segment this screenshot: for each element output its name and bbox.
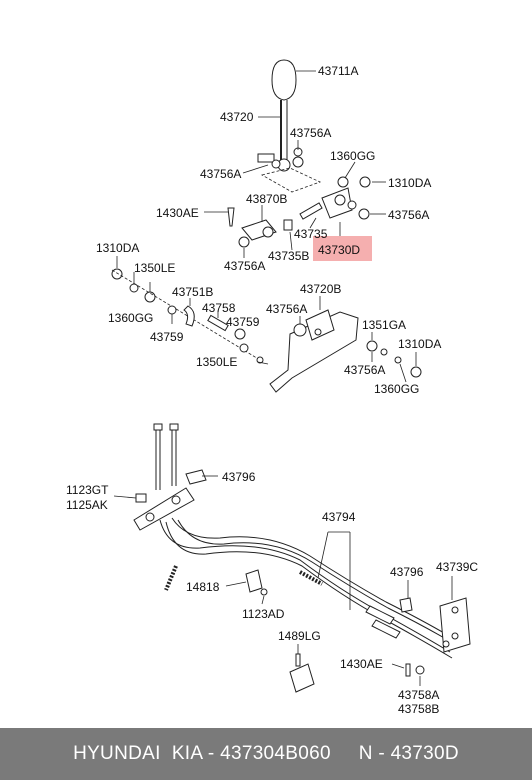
label-1360GG-2: 1360GG bbox=[108, 311, 153, 325]
label-1430AE-1: 1430AE bbox=[156, 206, 199, 220]
label-43870B: 43870B bbox=[246, 192, 287, 206]
label-43735B: 43735B bbox=[268, 249, 309, 263]
label-1310DA-1: 1310DA bbox=[388, 176, 431, 190]
label-43751B: 43751B bbox=[172, 285, 213, 299]
label-43796-1: 43796 bbox=[222, 470, 256, 484]
bracket-43739C bbox=[439, 597, 471, 653]
label-43720B: 43720B bbox=[300, 282, 341, 296]
label-1123AD: 1123AD bbox=[242, 607, 285, 621]
footer-bar: HYUNDAI KIA - 437304B060 N - 43730D bbox=[0, 728, 532, 780]
cable-assembly bbox=[133, 423, 471, 693]
parts-diagram: 43711A 43720 43756A 1360GG 43756A 1310DA… bbox=[66, 59, 478, 716]
part-labels: 43711A 43720 43756A 1360GG 43756A 1310DA… bbox=[66, 64, 478, 716]
label-43796-2: 43796 bbox=[390, 565, 424, 579]
label-43730D: 43730D bbox=[318, 243, 360, 257]
label-43758B: 43758B bbox=[398, 702, 439, 716]
label-43735: 43735 bbox=[294, 227, 328, 241]
label-43756A-5: 43756A bbox=[266, 302, 307, 316]
label-1360GG-1: 1360GG bbox=[330, 149, 375, 163]
label-43758: 43758 bbox=[202, 301, 236, 315]
label-43711A: 43711A bbox=[318, 64, 358, 78]
label-1360GG-3: 1360GG bbox=[374, 382, 419, 396]
label-1125AK: 1125AK bbox=[66, 498, 108, 512]
shift-lever-assembly bbox=[227, 59, 371, 248]
label-43756A-2: 43756A bbox=[200, 167, 241, 181]
label-43756A-3: 43756A bbox=[388, 208, 429, 222]
label-43756A-1: 43756A bbox=[290, 126, 331, 140]
leader-lines-lower bbox=[113, 475, 453, 686]
label-1310DA-2: 1310DA bbox=[96, 241, 139, 255]
label-43794: 43794 bbox=[322, 510, 356, 524]
label-1310DA-3: 1310DA bbox=[398, 337, 441, 351]
shift-knob bbox=[271, 59, 297, 101]
label-1350LE-1: 1350LE bbox=[134, 261, 175, 275]
footer-text: HYUNDAI KIA - 437304B060 N - 43730D bbox=[73, 743, 459, 764]
linkage-parts bbox=[111, 268, 422, 393]
label-1430AE-2: 1430AE bbox=[340, 657, 383, 671]
label-1350LE-2: 1350LE bbox=[196, 355, 237, 369]
label-14818: 14818 bbox=[186, 580, 220, 594]
label-43758A: 43758A bbox=[398, 688, 439, 702]
label-1489LG: 1489LG bbox=[278, 629, 321, 643]
label-43759-1: 43759 bbox=[226, 315, 260, 329]
label-43720: 43720 bbox=[220, 110, 254, 124]
label-43756A-4: 43756A bbox=[224, 259, 265, 273]
label-1123GT: 1123GT bbox=[66, 483, 109, 497]
label-1351GA: 1351GA bbox=[362, 318, 406, 332]
label-43759-2: 43759 bbox=[150, 330, 184, 344]
label-43739C: 43739C bbox=[436, 560, 478, 574]
leader-lines-upper bbox=[204, 70, 386, 258]
label-43756A-6: 43756A bbox=[344, 363, 385, 377]
highlight-43730D bbox=[313, 236, 372, 261]
bracket-43720B bbox=[269, 311, 359, 393]
leader-lines-mid bbox=[116, 256, 417, 383]
